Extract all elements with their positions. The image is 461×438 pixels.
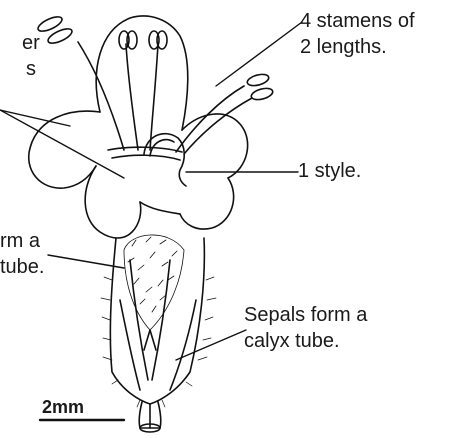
label-sepals: Sepals form a calyx tube.: [244, 302, 367, 354]
stamens: [36, 14, 274, 154]
label-style: 1 style.: [298, 158, 361, 184]
label-petals: er s: [0, 30, 40, 82]
corolla-lobes: [29, 16, 248, 238]
scale-label: 2mm: [42, 394, 84, 420]
calyx-tube: [110, 238, 204, 432]
label-stamens: 4 stamens of 2 lengths.: [300, 8, 415, 60]
label-corolla-tube: rm a tube.: [0, 228, 44, 280]
